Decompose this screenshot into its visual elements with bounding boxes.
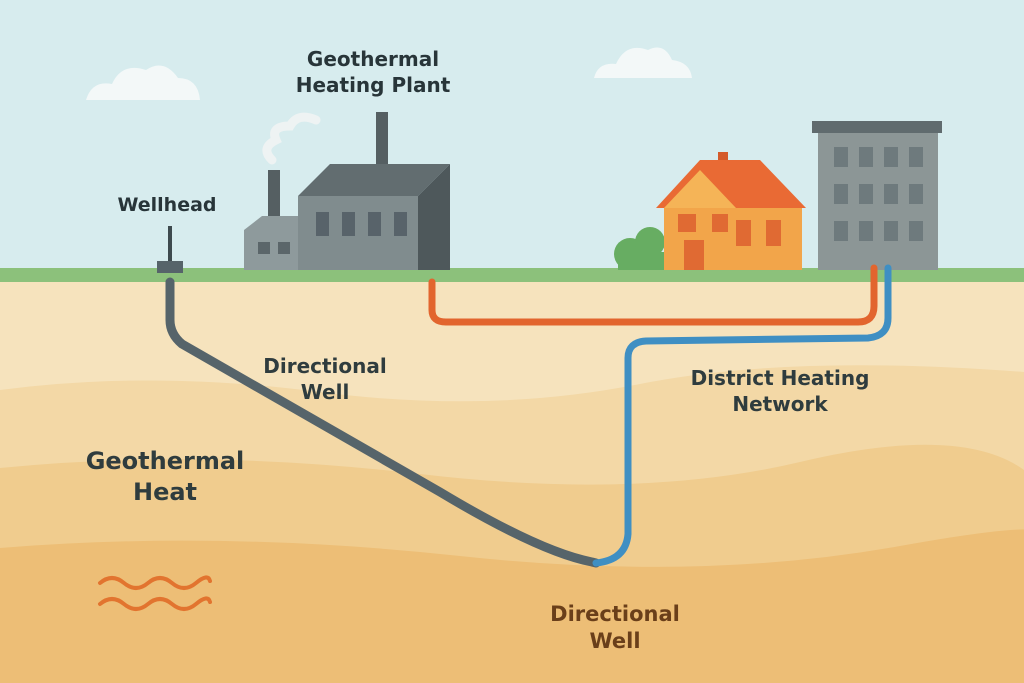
wellhead [157,226,183,273]
cloud-icon [86,65,200,100]
label-line: Heating Plant [295,73,451,97]
label-directional-well-lower: Directional Well [520,601,710,656]
label-geothermal-heating-plant: Geothermal Heating Plant [273,46,473,98]
apartment-building [812,121,942,270]
label-line: District Heating [690,366,870,390]
ground-line [0,268,1024,282]
soil [0,278,1024,683]
house [614,152,806,270]
hot-supply-pipe [428,264,878,326]
label-line: Wellhead [117,194,217,216]
label-district-heating-network: District Heating Network [660,365,900,417]
label-line: Well [300,380,350,404]
cold-return-pipe [592,264,892,567]
smoke-icon [262,112,321,165]
heat-wave-icon [98,575,212,611]
label-line: Network [732,392,828,416]
heating-plant [244,112,450,270]
label-line: Directional [263,354,387,378]
label-wellhead: Wellhead [92,193,242,218]
label-geothermal-heat: Geothermal Heat [60,446,270,508]
label-directional-well-upper: Directional Well [240,353,410,405]
cloud-icon [594,47,692,78]
label-line: Geothermal [85,447,245,475]
label-line: Well [589,629,641,654]
directional-well-pipe [165,277,601,568]
label-line: Heat [132,478,198,507]
label-line: Directional [550,602,680,626]
label-line: Geothermal [306,47,440,71]
